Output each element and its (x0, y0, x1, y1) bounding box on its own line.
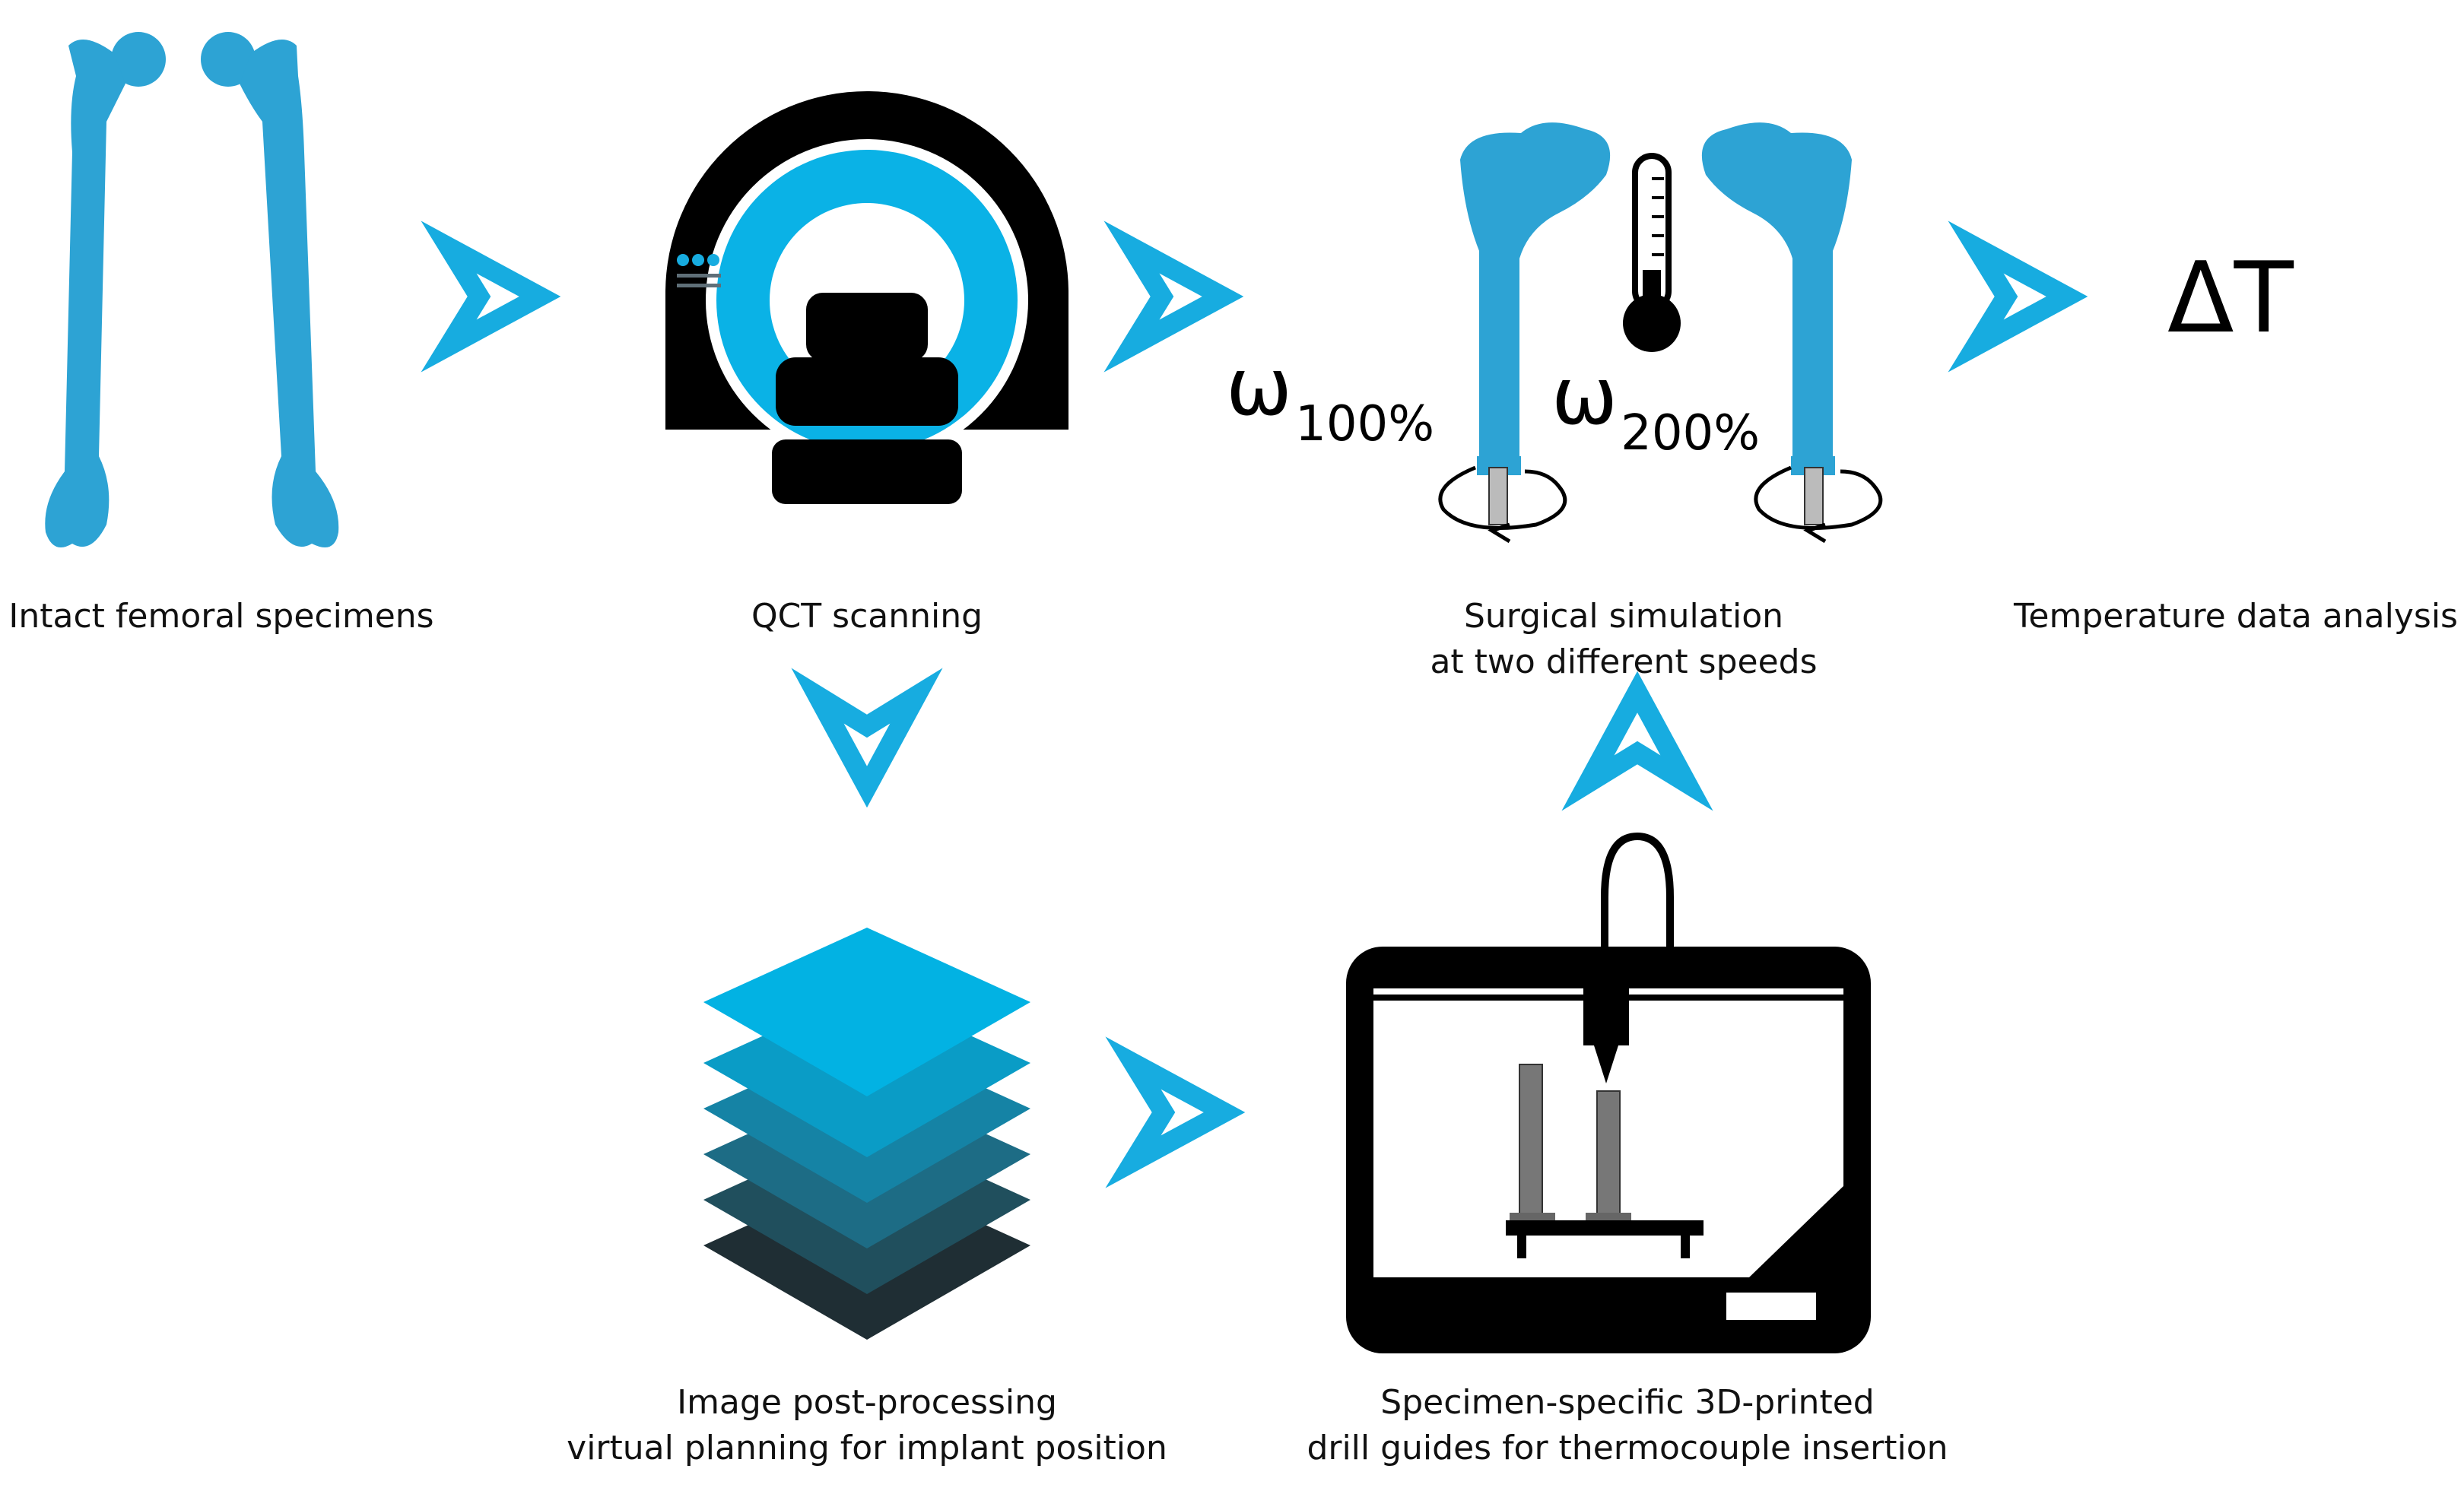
label-3d-printed-guides-line1: Specimen-specific 3D-printed (1380, 1383, 1875, 1422)
omega-symbol: ω (1226, 341, 1293, 433)
label-surgical-simulation: Surgical simulation at two different spe… (1361, 594, 1886, 685)
omega-symbol: ω (1551, 350, 1618, 443)
label-image-post-processing: Image post-processing virtual planning f… (525, 1380, 1209, 1471)
speed-value-200: 200% (1621, 405, 1761, 462)
label-temperature-analysis: Temperature data analysis (2014, 597, 2458, 636)
ct-scanner-icon (665, 91, 1068, 504)
arrow-group (421, 220, 2088, 1188)
label-image-post-processing-line1: Image post-processing (677, 1383, 1057, 1422)
chevron-arrow-icon (1948, 220, 2088, 373)
chevron-arrow-icon (1105, 1036, 1246, 1188)
chevron-arrow-icon (421, 220, 561, 373)
femur-bones-icon (45, 32, 339, 547)
label-qct-scanning: QCT scanning (751, 597, 983, 636)
speed-label-100: ω100% (1226, 341, 1434, 452)
image-layers-icon (703, 928, 1030, 1340)
chevron-arrow-icon (791, 668, 943, 808)
chevron-arrow-icon (1561, 671, 1713, 811)
label-intact-femoral-specimens: Intact femoral specimens (8, 597, 434, 636)
3d-printer-icon (1346, 832, 1871, 1353)
chevron-arrow-icon (1103, 220, 1244, 373)
femur-with-implant-left (1438, 122, 1611, 544)
label-3d-printed-guides-line2: drill guides for thermocouple insertion (1307, 1429, 1948, 1467)
label-surgical-simulation-line2: at two different speeds (1430, 642, 1818, 681)
label-image-post-processing-line2: virtual planning for implant position (567, 1429, 1167, 1467)
femur-with-implant-right (1701, 122, 1883, 544)
label-3d-printed-guides: Specimen-specific 3D-printed drill guide… (1255, 1380, 2000, 1471)
speed-value-100: 100% (1295, 396, 1435, 452)
thermometer-icon (1623, 153, 1681, 352)
label-surgical-simulation-line1: Surgical simulation (1463, 597, 1784, 636)
speed-label-200: ω200% (1551, 350, 1760, 462)
delta-t-label: ΔT (2167, 242, 2294, 355)
